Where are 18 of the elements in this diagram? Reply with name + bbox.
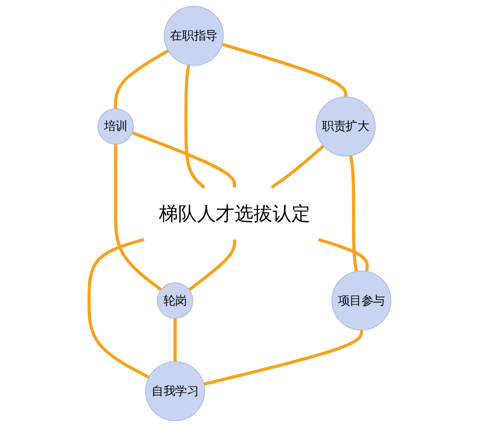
node-text: 梯队人才选拔认定	[158, 202, 310, 225]
connector	[132, 131, 236, 188]
connector	[203, 330, 363, 386]
node-circle: 在职指导	[164, 6, 224, 66]
node-circle: 培训	[98, 108, 134, 145]
node-circle: 项目参与	[331, 270, 392, 330]
connector	[349, 155, 358, 272]
connector	[87, 238, 150, 379]
connector	[174, 318, 177, 362]
connector	[318, 238, 369, 272]
connector	[270, 144, 324, 189]
node-circle: 轮岗	[156, 282, 194, 319]
connector	[114, 144, 162, 292]
node-circle: 自我学习	[145, 361, 206, 422]
connector	[188, 240, 236, 292]
connector	[114, 49, 170, 109]
connector	[184, 64, 206, 189]
node-circle: 职责扩大	[316, 96, 376, 156]
